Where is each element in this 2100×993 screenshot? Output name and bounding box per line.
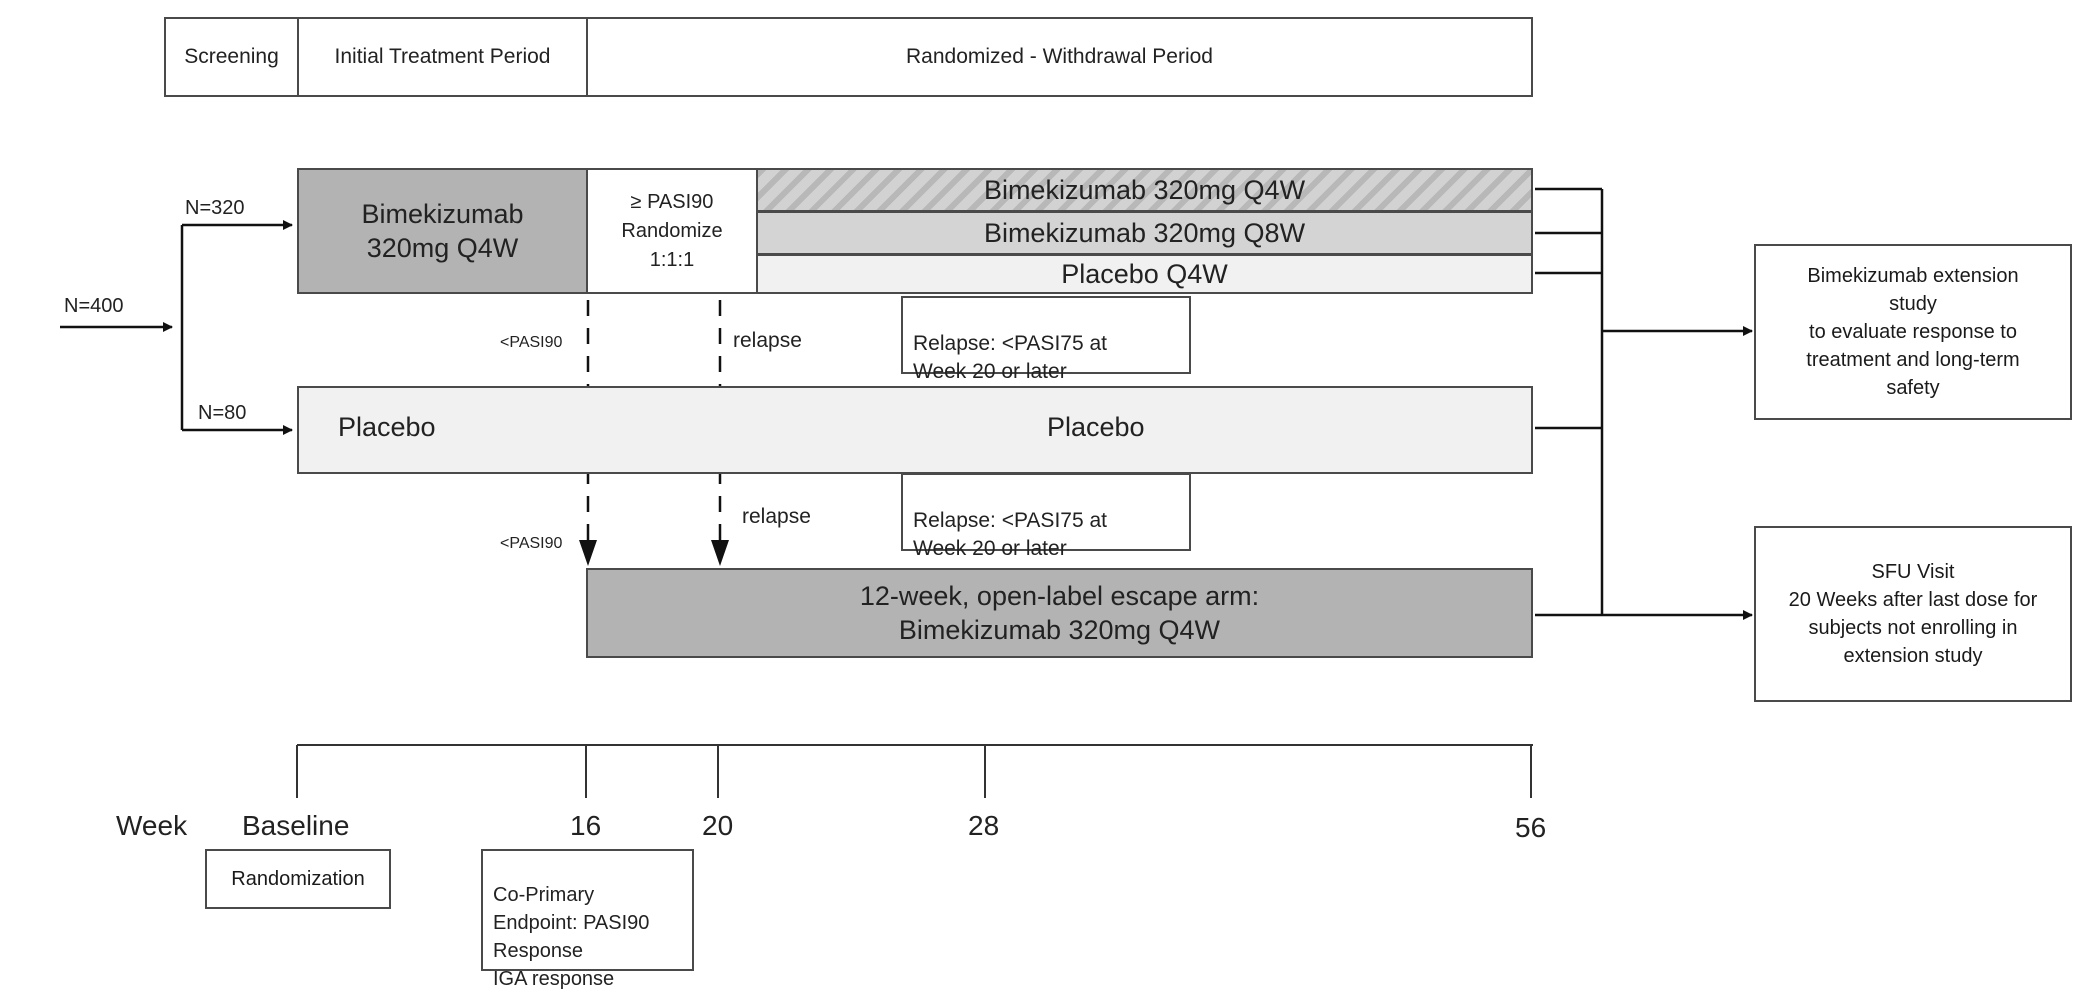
randomize-box: ≥ PASI90 Randomize 1:1:1 xyxy=(588,170,756,292)
relapse-label-2: relapse xyxy=(742,505,811,528)
tick-label-20: 20 xyxy=(702,810,734,841)
pasi90-arrowhead xyxy=(579,540,597,566)
escape-arm: 12-week, open-label escape arm: Bimekizu… xyxy=(586,568,1533,658)
relapse-box-1-text: Relapse: <PASI75 at Week 20 or later xyxy=(913,332,1107,383)
period-randomized-label: Randomized - Withdrawal Period xyxy=(906,45,1213,68)
extension-study-text: Bimekizumab extension study to evaluate … xyxy=(1806,265,2020,399)
relapse-box-1: Relapse: <PASI75 at Week 20 or later xyxy=(901,296,1191,383)
n-total-label: N=400 xyxy=(64,295,124,317)
bime-q8w-label: Bimekizumab 320mg Q8W xyxy=(983,217,1306,248)
period-screening: Screening xyxy=(164,17,299,97)
randomization-box: Randomization xyxy=(205,849,391,909)
bime-q4w-label: Bimekizumab 320mg Q4W xyxy=(983,174,1306,205)
placebo-arm xyxy=(297,386,1533,474)
endpoint-box: Co-Primary Endpoint: PASI90 Response IGA… xyxy=(481,849,694,990)
tick-label-56: 56 xyxy=(1515,812,1547,843)
escape-label: 12-week, open-label escape arm: Bimekizu… xyxy=(859,581,1260,645)
placebo-q4w-label: Placebo Q4W xyxy=(1061,258,1228,289)
week-label: Week xyxy=(116,810,188,841)
tick-label-16: 16 xyxy=(570,810,602,841)
lt-pasi90-label-1: <PASI90 xyxy=(500,334,563,351)
lt-pasi90-label-2: <PASI90 xyxy=(500,535,563,552)
n-bime-label: N=320 xyxy=(185,197,245,219)
relapse-arrowhead xyxy=(711,540,729,566)
period-screening-label: Screening xyxy=(184,45,279,68)
period-initial: Initial Treatment Period xyxy=(297,17,588,97)
extension-study-box: Bimekizumab extension study to evaluate … xyxy=(1754,244,2072,420)
period-initial-label: Initial Treatment Period xyxy=(334,45,551,68)
bime-initial-label: Bimekizumab 320mg Q4W xyxy=(361,199,524,263)
randomize-label: ≥ PASI90 Randomize 1:1:1 xyxy=(621,190,723,271)
placebo-initial-label: Placebo xyxy=(338,412,436,442)
relapse-label-1: relapse xyxy=(733,329,802,352)
bime-initial-arm: Bimekizumab 320mg Q4W xyxy=(297,168,588,294)
sfu-visit-text: SFU Visit 20 Weeks after last dose for s… xyxy=(1788,561,2038,667)
sfu-visit-box: SFU Visit 20 Weeks after last dose for s… xyxy=(1754,526,2072,702)
tick-label-28: 28 xyxy=(968,810,1000,841)
tick-label-baseline: Baseline xyxy=(242,810,350,841)
upper-block-outline xyxy=(297,168,1533,294)
randomization-text: Randomization xyxy=(231,867,365,890)
placebo-withdrawal-label: Placebo xyxy=(1047,412,1145,442)
relapse-box-2: Relapse: <PASI75 at Week 20 or later xyxy=(901,473,1191,560)
period-randomized: Randomized - Withdrawal Period xyxy=(586,17,1533,97)
relapse-box-2-text: Relapse: <PASI75 at Week 20 or later xyxy=(913,509,1107,560)
n-placebo-label: N=80 xyxy=(198,402,247,424)
